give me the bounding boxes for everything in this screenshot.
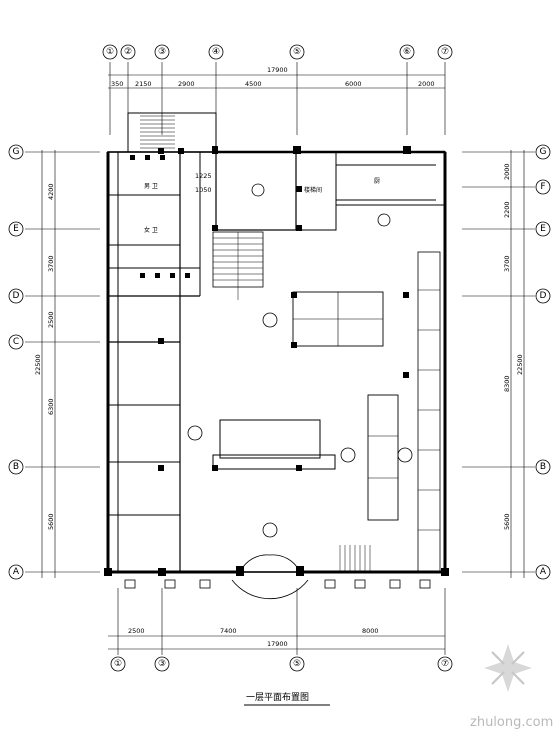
axis-right-d: D <box>540 291 547 301</box>
dim-top-5: 6000 <box>345 80 362 88</box>
dim-left-1: 4200 <box>47 183 55 200</box>
room-label-stair: 楼梯间 <box>304 186 322 194</box>
axis-bottom-4: ⑦ <box>441 659 449 669</box>
room-label-mens-wc: 男 卫 <box>144 183 158 190</box>
dim-top-total: 17900 <box>267 66 288 74</box>
inner-dim-1: 1225 <box>195 172 212 180</box>
room-label-womens-wc: 女 卫 <box>144 226 158 234</box>
axis-right-a: A <box>540 567 547 577</box>
dim-left-4: 6300 <box>47 398 55 415</box>
dim-left-2: 3700 <box>47 255 55 272</box>
dim-right-5: 5600 <box>503 513 511 530</box>
axis-right-b: B <box>540 462 546 472</box>
axis-labels-top: ① ② ③ ④ ⑤ ⑥ ⑦ <box>106 47 449 57</box>
dim-left-5: 5600 <box>47 513 55 530</box>
dim-right-1: 2000 <box>503 163 511 180</box>
dimension-lines <box>25 62 535 655</box>
axis-top-2: ② <box>124 47 132 57</box>
axis-left-c: C <box>13 337 19 347</box>
axis-top-7: ⑦ <box>441 47 449 57</box>
axis-left-e: E <box>13 224 19 234</box>
dim-top-4: 4500 <box>245 80 262 88</box>
axis-top-6: ⑥ <box>403 47 411 57</box>
dim-bottom-1: 2500 <box>128 627 145 635</box>
room-labels: 男 卫 女 卫 楼梯间 厨 <box>144 178 380 234</box>
axis-labels-right: G F E D B A <box>540 147 547 577</box>
axis-bubbles <box>8 44 551 672</box>
axis-right-e: E <box>540 224 546 234</box>
dim-bottom-total: 17900 <box>267 640 288 648</box>
axis-top-5: ⑤ <box>293 47 301 57</box>
dim-bottom-2: 7400 <box>220 627 237 635</box>
dim-top-6: 2000 <box>418 80 435 88</box>
axis-right-f: F <box>540 182 545 192</box>
axis-left-g: G <box>13 147 20 157</box>
axis-top-4: ④ <box>212 47 220 57</box>
watermark-text: zhulong.com <box>470 715 553 730</box>
axis-bottom-1: ① <box>114 659 122 669</box>
drawing-title: 一层平面布置图 <box>246 691 309 703</box>
zhulong-watermark-logo <box>484 644 532 692</box>
building-walls <box>106 112 447 600</box>
dimension-text: 17900 350 2150 2900 4500 6000 2000 2500 … <box>34 66 524 648</box>
axis-left-d: D <box>13 291 20 301</box>
room-label-kitchen: 厨 <box>374 178 380 185</box>
axis-labels-left: G E D C B A <box>13 147 20 577</box>
axis-bottom-3: ⑤ <box>293 659 301 669</box>
dim-right-total: 22500 <box>516 354 524 375</box>
axis-left-a: A <box>13 567 20 577</box>
dim-right-2: 2200 <box>503 201 511 218</box>
axis-top-3: ③ <box>158 47 166 57</box>
axis-right-g: G <box>540 147 547 157</box>
dim-bottom-3: 8000 <box>362 627 379 635</box>
axis-top-1: ① <box>106 47 114 57</box>
inner-dim-2: 1050 <box>195 186 212 194</box>
dim-left-3: 2500 <box>47 311 55 328</box>
dim-left-total: 22500 <box>34 354 42 375</box>
axis-bottom-2: ③ <box>158 659 166 669</box>
dim-top-3: 2900 <box>178 80 195 88</box>
dim-right-4: 8300 <box>503 375 511 392</box>
axis-labels-bottom: ① ③ ⑤ ⑦ <box>114 659 449 669</box>
structural-columns <box>104 146 449 576</box>
axis-left-b: B <box>13 462 19 472</box>
dim-right-3: 3700 <box>503 255 511 272</box>
dim-top-2: 2150 <box>135 80 152 88</box>
dim-top-1: 350 <box>111 80 123 88</box>
